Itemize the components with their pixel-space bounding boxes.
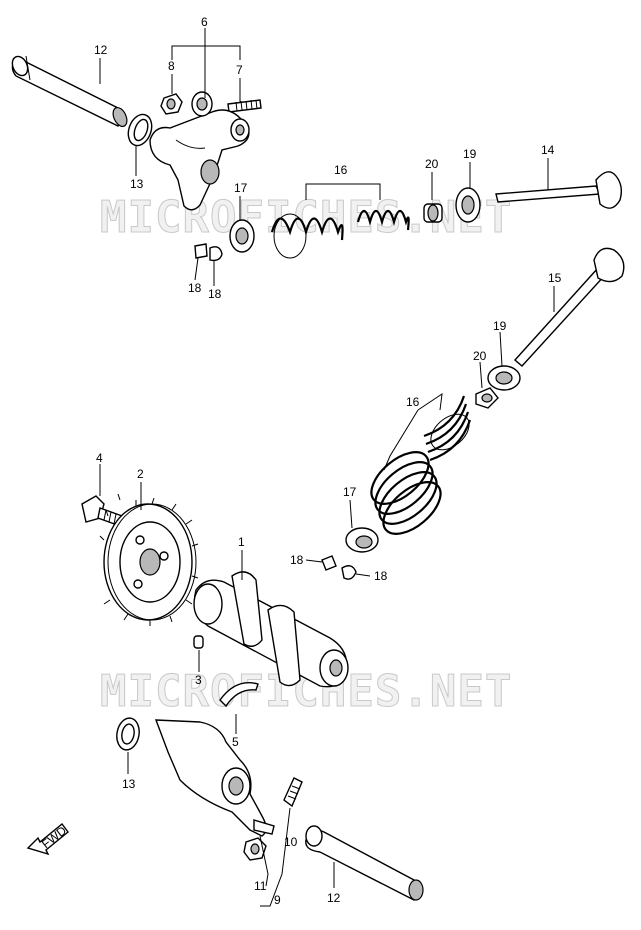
cotter-top-b <box>209 246 223 262</box>
cam-sprocket-2 <box>99 493 199 626</box>
valve-spring-inner-mid <box>423 395 472 462</box>
callout-17-mid: 17 <box>343 485 357 499</box>
spring-retainer-top <box>455 187 481 223</box>
pin-3 <box>193 635 204 649</box>
rocker-shaft-top <box>11 55 128 128</box>
nut-11 <box>243 837 267 861</box>
callout-1: 1 <box>238 535 245 549</box>
cotter-mid-a <box>321 555 337 571</box>
valve-seal-mid <box>475 387 499 409</box>
callout-13-top: 13 <box>130 177 144 191</box>
callout-19-top: 19 <box>463 147 477 161</box>
callout-9: 9 <box>274 893 281 907</box>
callout-6: 6 <box>201 15 208 29</box>
cotter-mid-b <box>341 565 357 580</box>
callout-13-bottom: 13 <box>122 777 136 791</box>
washer-top <box>127 113 153 147</box>
callout-18-top-b: 18 <box>208 287 222 301</box>
valve-seal-top <box>423 203 443 223</box>
callout-15: 15 <box>548 271 562 285</box>
valve-spring-outer-top <box>270 213 344 259</box>
callout-7: 7 <box>236 63 243 77</box>
spring-seat-mid <box>345 527 379 553</box>
camshaft-1 <box>193 571 349 688</box>
leader-lines <box>99 28 555 907</box>
fwd-arrow-icon: FWD <box>26 822 69 856</box>
callout-17-top: 17 <box>234 181 248 195</box>
callout-labels: 12 13 6 8 7 16 20 19 14 17 18 18 15 19 2… <box>94 15 562 907</box>
nut-8 <box>160 93 183 115</box>
callout-11: 11 <box>254 879 267 893</box>
callout-18-mid-a: 18 <box>290 553 304 567</box>
adjust-screw-10 <box>283 777 303 808</box>
rocker-shaft-bottom <box>305 825 424 901</box>
intake-valve-15 <box>513 247 625 367</box>
callout-16-mid: 16 <box>406 395 420 409</box>
spring-seat-top <box>229 219 255 253</box>
callout-20-mid: 20 <box>473 349 487 363</box>
callout-20-top: 20 <box>425 157 439 171</box>
exhaust-valve-14 <box>495 171 623 209</box>
watermark-top: MICROFICHES.NET <box>100 192 512 243</box>
callout-18-top-a: 18 <box>188 281 202 295</box>
valve-spring-inner-top <box>356 209 410 231</box>
clip-5 <box>219 682 259 708</box>
spring-retainer-mid <box>487 365 521 391</box>
callout-8: 8 <box>168 59 175 73</box>
valve-spring-outer-mid <box>370 451 442 535</box>
callout-3: 3 <box>195 673 202 687</box>
callout-12-bottom: 12 <box>327 891 341 905</box>
callout-5: 5 <box>232 735 239 749</box>
cotter-top-a <box>194 243 208 259</box>
rocker-arm-top <box>149 91 250 211</box>
callout-2: 2 <box>137 467 144 481</box>
callout-18-mid-b: 18 <box>374 569 388 583</box>
callout-14: 14 <box>541 143 555 157</box>
rocker-arm-bottom <box>154 719 275 837</box>
callout-4: 4 <box>96 451 103 465</box>
callout-16-top: 16 <box>334 163 348 177</box>
callout-10: 10 <box>284 835 298 849</box>
callout-19-mid: 19 <box>493 319 507 333</box>
callout-12-top: 12 <box>94 43 108 57</box>
washer-bottom <box>116 717 140 751</box>
adjust-screw-7 <box>227 99 262 113</box>
